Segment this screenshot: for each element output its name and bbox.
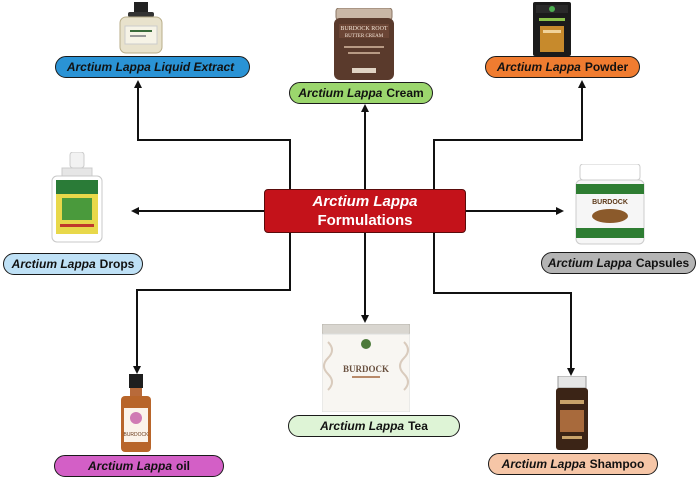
powder-pouch-icon: [533, 2, 571, 56]
cream-jar-icon: BURDOCK ROOT BUTTER CREAM: [334, 8, 394, 80]
node-tea-italic: Arctium Lappa: [320, 419, 405, 433]
node-oil-italic: Arctium Lappa: [87, 459, 172, 473]
shampoo-bottle-icon: [556, 376, 588, 450]
arrow-oil: [133, 233, 291, 374]
node-cream-plain: Cream: [386, 86, 424, 100]
node-shampoo-italic: Arctium Lappa: [501, 457, 586, 471]
drops-bottle-icon: [51, 152, 103, 243]
node-powder-italic: Arctium Lappa: [496, 60, 581, 74]
cream-jar-label-2: BUTTER CREAM: [345, 34, 384, 39]
node-shampoo: Arctium Lappa Shampoo: [488, 453, 658, 475]
node-cream-italic: Arctium Lappa: [298, 86, 383, 100]
oil-bottle-icon: BURDOCK: [121, 374, 151, 452]
node-tea: Arctium Lappa Tea: [288, 415, 460, 437]
arrow-shampoo: [433, 233, 575, 376]
tea-tin-icon: BURDOCK: [322, 324, 410, 412]
node-cream: Arctium Lappa Cream: [289, 82, 433, 104]
node-capsules-plain: Capsules: [635, 256, 690, 270]
arrow-liquid-extract: [134, 80, 291, 189]
center-title-line1: Arctium Lappa: [312, 193, 418, 210]
node-oil-plain: oil: [176, 459, 190, 473]
cream-jar-label-1: BURDOCK ROOT: [340, 26, 388, 32]
node-powder-plain: Powder: [584, 60, 629, 74]
oil-bottle-label: BURDOCK: [123, 432, 149, 438]
node-liquid-extract-italic: Arctium Lappa Liquid Extract: [66, 60, 235, 74]
node-tea-plain: Tea: [408, 419, 428, 433]
node-drops-italic: Arctium Lappa: [11, 257, 96, 271]
node-shampoo-plain: Shampoo: [589, 457, 645, 471]
capsule-bottle-icon: BURDOCK: [575, 164, 645, 245]
node-capsules: Arctium Lappa Capsules: [541, 252, 696, 274]
center-title-line2: Formulations: [317, 212, 413, 229]
capsules-bottle-label: BURDOCK: [592, 199, 628, 206]
tea-tin-label: BURDOCK: [343, 364, 389, 374]
node-liquid-extract: Arctium Lappa Liquid Extract: [55, 56, 250, 78]
node-powder: Arctium Lappa Powder: [485, 56, 640, 78]
extract-bottle-icon: [119, 2, 163, 54]
node-drops: Arctium Lappa Drops: [3, 253, 143, 275]
node-drops-plain: Drops: [99, 257, 135, 271]
center-node: Arctium Lappa Formulations: [264, 189, 466, 233]
arrow-powder: [433, 80, 586, 189]
node-oil: Arctium Lappa oil: [54, 455, 224, 477]
node-capsules-italic: Arctium Lappa: [547, 256, 632, 270]
